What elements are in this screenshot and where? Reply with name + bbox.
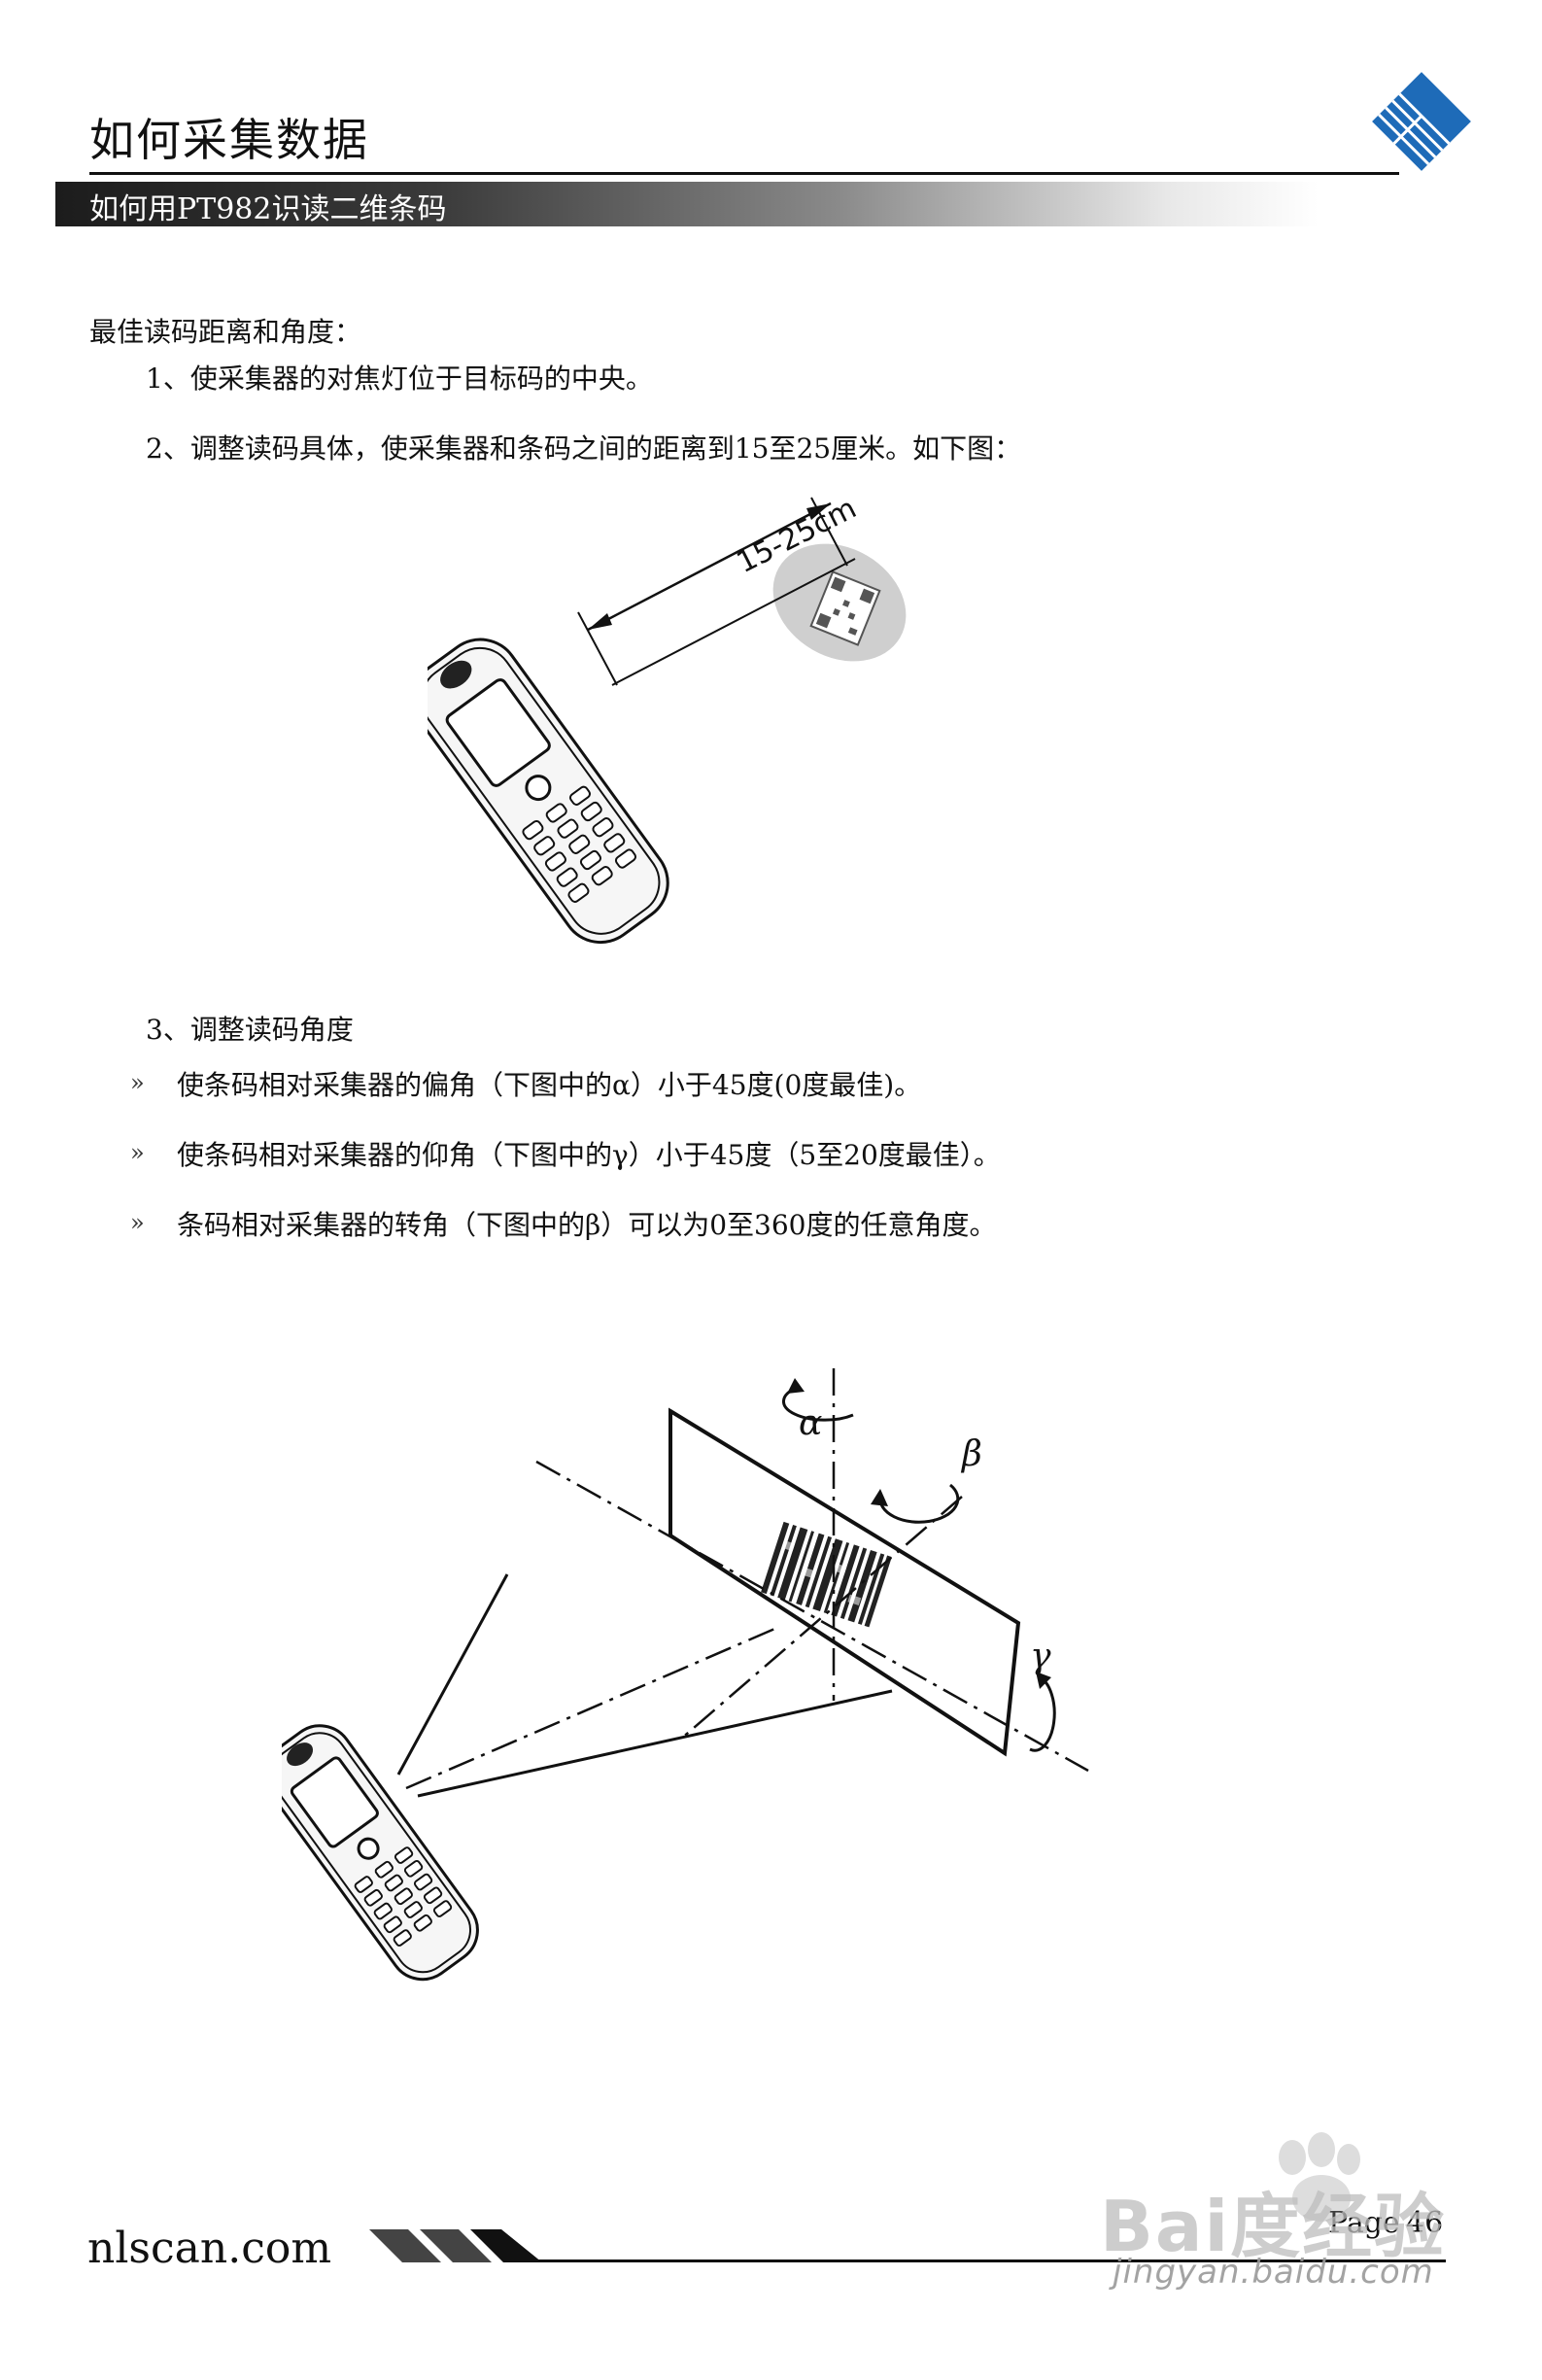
- footer-website: nlscan.com: [87, 2224, 332, 2273]
- step-3-text: 3、调整读码角度: [146, 1014, 354, 1046]
- intro-text: 最佳读码距离和角度：: [89, 316, 362, 348]
- title-divider: [89, 172, 1399, 175]
- beta-label: β: [960, 1434, 982, 1474]
- scanner-device-icon: [282, 1724, 479, 1982]
- bullet-icon: »: [130, 1139, 145, 1166]
- footer-divider: [532, 2259, 1446, 2262]
- scanner-device-icon: [428, 638, 669, 945]
- page-title: 如何采集数据: [89, 114, 369, 166]
- gamma-label: γ: [1030, 1637, 1051, 1676]
- barcode-icon: [761, 1521, 892, 1628]
- watermark-url: jingyan.baidu.com: [1113, 2253, 1434, 2292]
- bullet-icon: »: [130, 1209, 145, 1236]
- page-number: 46: [1406, 2206, 1444, 2240]
- watermark-brand: Bai度经验: [1100, 2186, 1447, 2267]
- angle-figure: α β γ: [282, 1368, 1089, 1982]
- section-subtitle: 如何用PT982识读二维条码: [89, 192, 447, 226]
- bullet-icon: »: [130, 1069, 145, 1096]
- footer-stripes-icon: [369, 2229, 542, 2262]
- alpha-label: α: [799, 1403, 822, 1443]
- step-2-text: 2、调整读码具体，使采集器和条码之间的距离到15至25厘米。如下图：: [146, 432, 1022, 465]
- step-1-text: 1、使采集器的对焦灯位于目标码的中央。: [146, 362, 653, 395]
- section-bar: [55, 182, 1319, 226]
- bullet-text-beta: 条码相对采集器的转角（下图中的β）可以为0至360度的任意角度。: [177, 1209, 997, 1241]
- distance-figure: 15-25cm: [428, 492, 907, 945]
- baidu-paw-icon: [1279, 2132, 1360, 2222]
- page-label: Page: [1328, 2206, 1400, 2240]
- bullet-text-gamma: 使条码相对采集器的仰角（下图中的γ）小于45度（5至20度最佳）。: [177, 1139, 1001, 1171]
- company-logo-icon: [1372, 72, 1471, 171]
- bullet-text-alpha: 使条码相对采集器的偏角（下图中的α）小于45度(0度最佳)。: [177, 1069, 922, 1101]
- qr-code-icon: [809, 570, 881, 646]
